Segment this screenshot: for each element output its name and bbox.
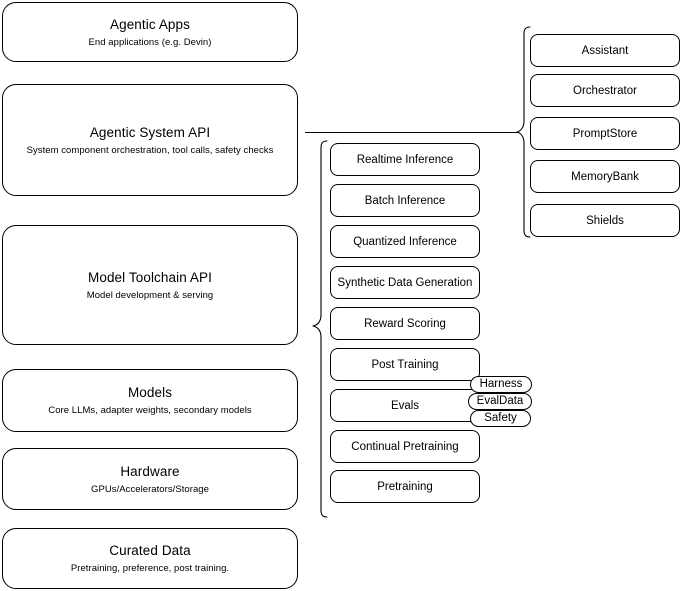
layer-title: Curated Data: [109, 543, 191, 558]
layer-subtitle: System component orchestration, tool cal…: [26, 144, 274, 156]
capability-realtime-inference[interactable]: Realtime Inference: [330, 143, 480, 176]
capability-post-training[interactable]: Post Training: [330, 348, 480, 381]
brace-system-components: [516, 26, 531, 238]
layer-subtitle: GPUs/Accelerators/Storage: [91, 483, 209, 495]
capability-label: Quantized Inference: [353, 235, 457, 248]
capability-label: Reward Scoring: [364, 317, 446, 330]
system-component-label: Assistant: [581, 44, 629, 57]
system-component-label: Shields: [586, 214, 624, 227]
capability-label: Synthetic Data Generation: [337, 276, 473, 289]
capability-synthetic-data-generation[interactable]: Synthetic Data Generation: [330, 266, 480, 299]
layer-subtitle: Pretraining, preference, post training.: [70, 563, 230, 574]
system-component-memorybank[interactable]: MemoryBank: [530, 160, 680, 193]
system-component-label: MemoryBank: [571, 170, 639, 183]
system-component-assistant[interactable]: Assistant: [530, 34, 680, 67]
stack-layer-models[interactable]: Models Core LLMs, adapter weights, secon…: [2, 369, 298, 432]
capability-reward-scoring[interactable]: Reward Scoring: [330, 307, 480, 340]
layer-subtitle: Core LLMs, adapter weights, secondary mo…: [48, 405, 252, 416]
capability-batch-inference[interactable]: Batch Inference: [330, 184, 480, 217]
system-component-orchestrator[interactable]: Orchestrator: [530, 74, 680, 107]
capability-label: Continual Pretraining: [351, 440, 459, 453]
stack-layer-hardware[interactable]: Hardware GPUs/Accelerators/Storage: [2, 448, 298, 510]
layer-subtitle: Model development & serving: [86, 289, 214, 301]
eval-tag-safety[interactable]: Safety: [470, 410, 531, 427]
layer-title: Agentic System API: [89, 124, 211, 140]
layer-title: Hardware: [120, 463, 180, 479]
eval-tag-evaldata[interactable]: EvalData: [468, 393, 532, 410]
system-component-label: PromptStore: [572, 127, 638, 140]
eval-tag-label: EvalData: [476, 395, 524, 407]
layer-title: Models: [127, 385, 173, 400]
connector-system-api-to-components: [305, 132, 518, 133]
capability-label: Post Training: [371, 358, 439, 371]
stack-layer-agentic-apps[interactable]: Agentic Apps End applications (e.g. Devi…: [2, 2, 298, 62]
capability-continual-pretraining[interactable]: Continual Pretraining: [330, 430, 480, 463]
stack-layer-agentic-system-api[interactable]: Agentic System API System component orch…: [2, 84, 298, 196]
stack-layer-model-toolchain-api[interactable]: Model Toolchain API Model development & …: [2, 225, 298, 345]
capability-label: Pretraining: [377, 480, 433, 493]
capability-quantized-inference[interactable]: Quantized Inference: [330, 225, 480, 258]
stack-layer-curated-data[interactable]: Curated Data Pretraining, preference, po…: [2, 528, 298, 589]
eval-tag-harness[interactable]: Harness: [470, 376, 532, 393]
layer-title: Agentic Apps: [109, 16, 190, 32]
capability-label: Batch Inference: [364, 194, 446, 207]
brace-toolchain-capabilities: [312, 140, 328, 518]
capability-label: Realtime Inference: [356, 153, 454, 166]
eval-tag-label: Harness: [479, 378, 523, 390]
capability-pretraining[interactable]: Pretraining: [330, 470, 480, 503]
system-component-promptstore[interactable]: PromptStore: [530, 117, 680, 150]
layer-title: Model Toolchain API: [88, 269, 212, 285]
capability-evals[interactable]: Evals: [330, 389, 480, 422]
layer-subtitle: End applications (e.g. Devin): [88, 36, 212, 48]
eval-tag-label: Safety: [484, 412, 517, 424]
capability-label: Evals: [390, 399, 420, 412]
system-component-shields[interactable]: Shields: [530, 204, 680, 237]
system-component-label: Orchestrator: [573, 84, 637, 97]
